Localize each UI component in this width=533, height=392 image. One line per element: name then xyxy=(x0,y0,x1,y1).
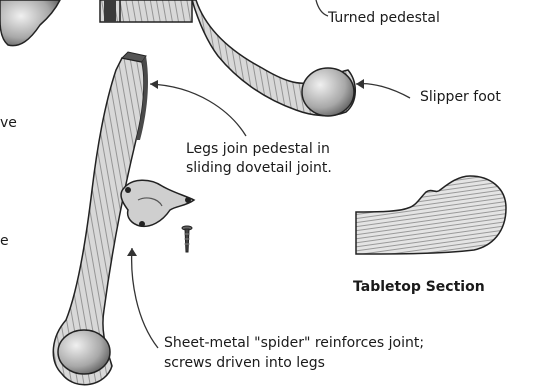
turned-pedestal xyxy=(100,0,192,22)
edge-text-fragment-1: ve xyxy=(0,114,17,132)
leader-legs-join xyxy=(150,84,246,136)
leader-spider xyxy=(132,248,158,348)
label-slipper-foot: Slipper foot xyxy=(420,88,501,106)
label-spider-line-1: Sheet-metal "spider" reinforces joint; xyxy=(164,334,424,352)
left-slipper-foot-fragment xyxy=(0,0,60,46)
leader-slipper-foot xyxy=(356,84,410,98)
label-legs-join-line-2: sliding dovetail joint. xyxy=(186,159,332,177)
leader-turned-pedestal xyxy=(316,0,328,16)
label-tabletop-section: Tabletop Section xyxy=(353,278,485,296)
label-spider-line-2: screws driven into legs xyxy=(164,354,325,372)
label-turned-pedestal: Turned pedestal xyxy=(328,9,440,27)
edge-text-fragment-2: e xyxy=(0,232,9,250)
label-legs-join-line-1: Legs join pedestal in xyxy=(186,140,330,158)
screw xyxy=(182,226,192,252)
sheet-metal-spider xyxy=(121,180,194,227)
tabletop-section xyxy=(356,176,506,254)
